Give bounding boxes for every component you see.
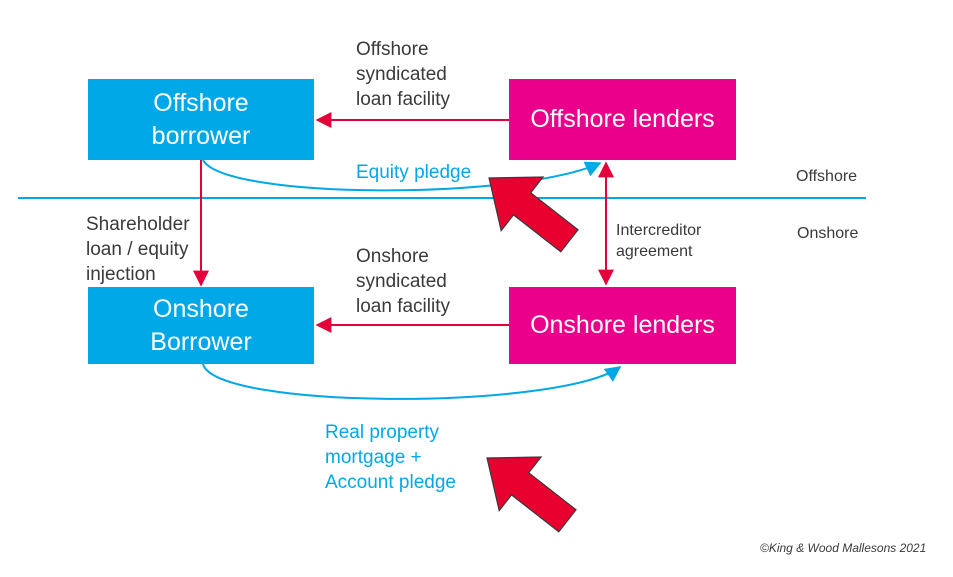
- offshore-facility-label: Offshore syndicated loan facility: [356, 39, 450, 110]
- onshore-borrower-label: Onshore Borrower: [150, 294, 252, 356]
- onshore-facility-label: Onshore syndicated loan facility: [356, 246, 450, 317]
- callout-arrow-lower: [486, 456, 577, 533]
- offshore-borrower-box: Offshore borrower: [88, 79, 314, 160]
- real-property-label: Real property mortgage + Account pledge: [325, 422, 456, 493]
- equity-pledge-arrow: [202, 159, 602, 192]
- onshore-borrower-box: Onshore Borrower: [88, 287, 314, 364]
- equity-pledge-label: Equity pledge: [356, 162, 472, 183]
- shareholder-loan-label: Shareholder loan / equity injection: [86, 214, 190, 285]
- onshore-zone-label: Onshore: [797, 225, 859, 242]
- onshore-lenders-box: Onshore lenders: [509, 287, 736, 364]
- offshore-zone-label: Offshore: [796, 168, 858, 185]
- offshore-lenders-box: Offshore lenders: [509, 79, 736, 160]
- offshore-lenders-label: Offshore lenders: [530, 105, 715, 133]
- intercreditor-label: Intercreditor agreement: [616, 222, 702, 260]
- copyright-text: ©King & Wood Mallesons 2021: [760, 541, 927, 555]
- callout-arrow-upper: [488, 176, 579, 253]
- onshore-lenders-label: Onshore lenders: [530, 311, 715, 339]
- real-property-arrow: [202, 363, 622, 400]
- offshore-borrower-label: Offshore borrower: [151, 88, 251, 150]
